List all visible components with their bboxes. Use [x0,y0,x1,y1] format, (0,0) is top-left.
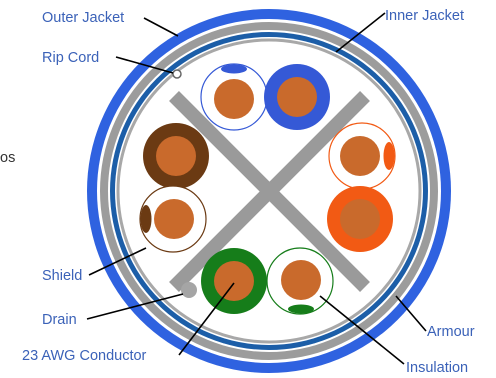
leader-armour [395,295,427,332]
brown-conductor [156,136,196,176]
label-drain: Drain [42,312,77,328]
separator-arm-2 [169,91,370,292]
shield-ring [116,38,422,344]
label-outer-jacket: Outer Jacket [42,10,124,26]
orange-white-stripe [383,142,395,170]
green-white-stripe [288,304,314,314]
leader-drain [86,293,184,320]
leader-inner-jacket [335,12,386,53]
label-conductor: 23 AWG Conductor [22,348,147,364]
label-shield: Shield [42,268,82,284]
label-pairs-partial: os [0,150,15,166]
drain-wire [181,282,197,298]
leader-conductor [178,282,235,356]
blue-conductor [277,77,317,117]
blue-white-conductor [214,79,254,119]
leader-shield [88,247,147,276]
label-inner-jacket: Inner Jacket [385,8,464,24]
orange-conductor [340,199,380,239]
label-insulation: Insulation [406,360,468,376]
brown-white-stripe [140,205,152,233]
leader-outer-jacket [143,17,179,37]
brown-white-conductor [154,199,194,239]
rip-cord [172,69,182,79]
green-white-conductor [281,260,321,300]
blue-white-stripe [221,64,247,74]
leader-rip-cord [115,56,174,74]
green-conductor [214,261,254,301]
label-armour: Armour [427,324,475,340]
leader-insulation [319,295,405,365]
label-rip-cord: Rip Cord [42,50,99,66]
orange-white-conductor [340,136,380,176]
